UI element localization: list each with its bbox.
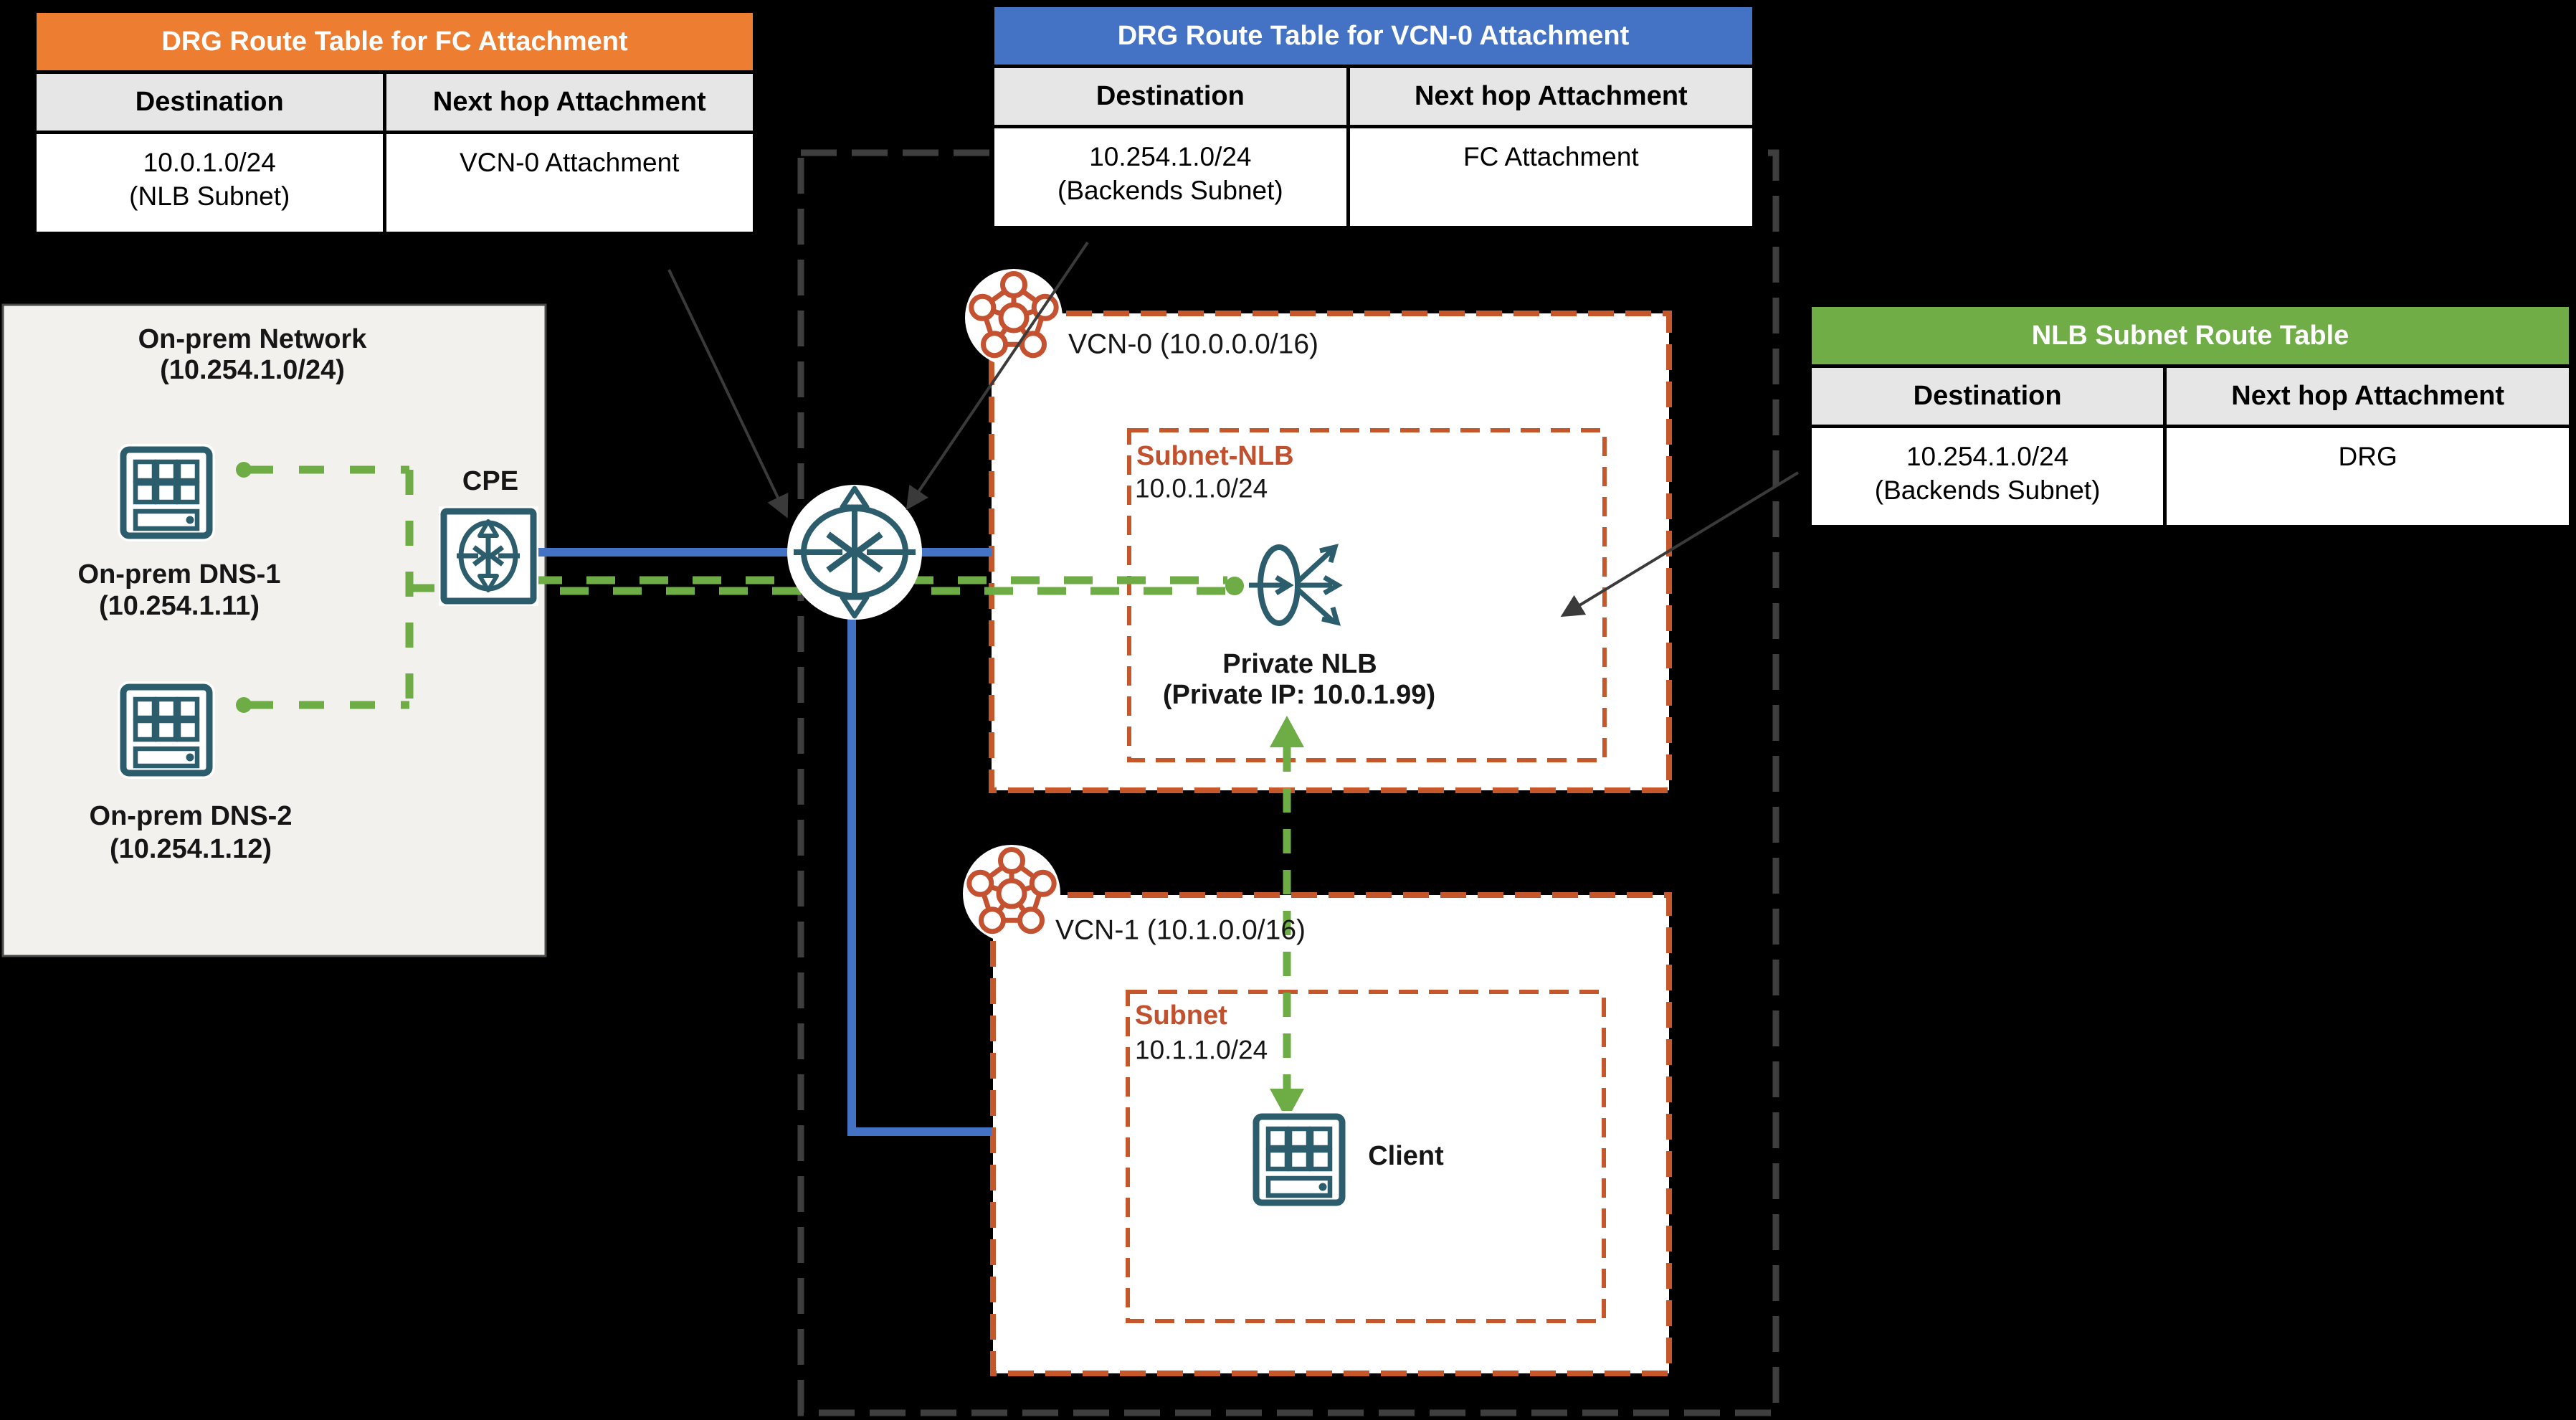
- onprem-title-line1: On-prem Network: [138, 324, 367, 354]
- cpe-icon: [439, 506, 538, 606]
- nlb-destination-line1: 10.254.1.0/24: [1906, 442, 2069, 471]
- vcn0-destination-line1: 10.254.1.0/24: [1089, 142, 1252, 171]
- fc-destination-line2: (NLB Subnet): [129, 181, 290, 211]
- subnet-client-label: Subnet: [1135, 1000, 1227, 1031]
- dns1-label-line2: (10.254.1.11): [99, 591, 260, 621]
- subnet-nlb-label: Subnet-NLB: [1136, 441, 1294, 471]
- drg-to-vcn1-blue-line: [847, 574, 992, 1136]
- cpe-label: CPE: [462, 466, 519, 496]
- nlb-icon: [1249, 544, 1343, 626]
- nlb-table-arrow: [1560, 471, 1800, 617]
- vcn0-next-hop-cell: FC Attachment: [1463, 142, 1639, 171]
- client-label: Client: [1368, 1141, 1444, 1171]
- dns1-flow-dot: [236, 462, 252, 478]
- route-table-nlb-subnet: NLB Subnet Route Table Destination Next …: [1808, 303, 2572, 529]
- onprem-network-box: [1, 303, 547, 957]
- vcn1-icon: [963, 845, 1060, 942]
- nlb-destination-line2: (Backends Subnet): [1874, 475, 2101, 505]
- nlb-next-hop-cell: DRG: [2338, 442, 2397, 471]
- subnet-nlb-cidr: 10.0.1.0/24: [1135, 473, 1268, 503]
- private-nlb-label-line2: (Private IP: 10.0.1.99): [1162, 680, 1436, 710]
- vcn0-col-next-hop: Next hop Attachment: [1414, 81, 1688, 111]
- vcn0-table-arrow: [906, 241, 1089, 511]
- nlb-flow-dot: [1225, 577, 1244, 595]
- vcn1-label: VCN-1 (10.1.0.0/16): [1055, 914, 1306, 946]
- dns2-flow-dot: [236, 697, 252, 713]
- route-table-vcn0-attachment: DRG Route Table for VCN-0 Attachment Des…: [991, 4, 1756, 229]
- fc-next-hop-cell: VCN-0 Attachment: [460, 148, 680, 177]
- vcn0-destination-line2: (Backends Subnet): [1058, 176, 1283, 205]
- vcn0-destination-cell: 10.254.1.0/24 (Backends Subnet): [994, 128, 1350, 226]
- vcn0-label: VCN-0 (10.0.0.0/16): [1068, 328, 1319, 360]
- nlb-destination-cell: 10.254.1.0/24 (Backends Subnet): [1812, 428, 2167, 525]
- drg-icon: [787, 485, 922, 620]
- route-table-fc-attachment: DRG Route Table for FC Attachment Destin…: [33, 9, 756, 235]
- route-table-vcn0-title: DRG Route Table for VCN-0 Attachment: [994, 7, 1752, 65]
- client-server-icon: [1250, 1111, 1348, 1208]
- dns1-label-line1: On-prem DNS-1: [77, 559, 281, 590]
- fc-table-arrow: [667, 269, 789, 519]
- onprem-title-line2: (10.254.1.0/24): [160, 355, 345, 385]
- nlb-col-next-hop: Next hop Attachment: [2231, 381, 2504, 411]
- dns2-label-line1: On-prem DNS-2: [89, 801, 293, 831]
- subnet-client-cidr: 10.1.1.0/24: [1135, 1035, 1268, 1065]
- fc-col-next-hop: Next hop Attachment: [432, 87, 706, 117]
- route-table-fc-title: DRG Route Table for FC Attachment: [37, 13, 753, 70]
- subnet-client-box: [1126, 990, 1606, 1323]
- dns1-server-icon: [118, 444, 215, 541]
- fc-col-destination: Destination: [37, 74, 386, 131]
- fc-destination-cell: 10.0.1.0/24 (NLB Subnet): [37, 134, 386, 232]
- subnet-nlb-box: [1127, 428, 1607, 762]
- nlb-col-destination: Destination: [1812, 368, 2167, 425]
- attachment-lines: [533, 548, 992, 1136]
- flow-arrow-down: [1270, 1089, 1304, 1120]
- vcn0-col-destination: Destination: [994, 68, 1350, 125]
- dns2-server-icon: [118, 681, 215, 779]
- fc-destination-line1: 10.0.1.0/24: [143, 148, 276, 177]
- dns2-label-line2: (10.254.1.12): [109, 834, 272, 864]
- flow-endpoints: [236, 462, 1304, 1120]
- flow-arrow-up: [1270, 716, 1304, 747]
- private-nlb-label-line1: Private NLB: [1222, 649, 1377, 679]
- annotation-arrows: [667, 241, 1800, 617]
- route-table-nlb-title: NLB Subnet Route Table: [1812, 307, 2569, 364]
